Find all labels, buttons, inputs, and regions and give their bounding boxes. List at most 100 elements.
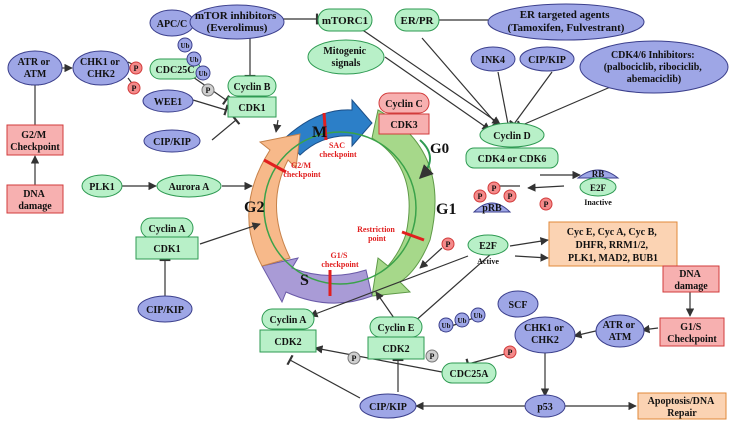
g1s-checkpoint-label: G1/S checkpoint — [321, 251, 359, 269]
svg-text:Cyclin A: Cyclin A — [270, 315, 308, 326]
svg-text:pRB: pRB — [482, 203, 502, 214]
chk-bottom-node: CHK1 or CHK2 — [514, 316, 576, 354]
svg-text:Ub: Ub — [474, 312, 483, 320]
svg-text:CHK1 or CHK2: CHK1 or CHK2 — [80, 57, 122, 80]
svg-text:P: P — [134, 64, 139, 73]
phase-g0-label: G0 — [430, 141, 449, 157]
cdk1-a-node: CDK1 — [135, 236, 199, 260]
svg-text:Aurora A: Aurora A — [169, 182, 210, 193]
svg-text:Cyclin A: Cyclin A — [149, 224, 187, 235]
svg-text:PLK1: PLK1 — [89, 182, 115, 193]
phase-g2-label: G2 — [244, 199, 264, 216]
er-targeted-agents-node: ER targeted agents (Tamoxifen, Fulvestra… — [487, 3, 645, 41]
cyclin-a-2-node: Cyclin A — [261, 308, 315, 330]
dna-damage-1-node: DNA damage — [6, 184, 64, 214]
svg-text:CIP/KIP: CIP/KIP — [528, 55, 566, 66]
svg-text:WEE1: WEE1 — [154, 97, 182, 108]
svg-text:p53: p53 — [537, 402, 553, 413]
rb-e2f-inactive-node: RB E2F Inactive — [576, 169, 620, 207]
phase-s-label: S — [300, 272, 309, 289]
cdk3-node: CDK3 — [378, 113, 430, 135]
svg-text:G1/S Checkpoint: G1/S Checkpoint — [667, 322, 717, 345]
g1s-checkpoint-node: G1/S Checkpoint — [659, 317, 725, 347]
svg-text:Ub: Ub — [458, 317, 467, 325]
svg-text:RB: RB — [592, 169, 605, 179]
svg-text:P: P — [544, 200, 549, 209]
phase-g2-arc — [248, 133, 301, 267]
mtor-inhibitors-node: mTOR inhibitors (Everolimus) — [189, 4, 285, 40]
svg-text:CIP/KIP: CIP/KIP — [153, 137, 191, 148]
svg-text:Apoptosis/DNA Repair: Apoptosis/DNA Repair — [648, 396, 717, 419]
svg-text:ATR or ATM: ATR or ATM — [603, 320, 638, 343]
svg-text:Cyc E, Cyc A, Cyc B, DHF: Cyc E, Cyc A, Cyc B, DHFR, RRM1/2, PLK1,… — [567, 227, 660, 264]
svg-text:CDC25A: CDC25A — [450, 369, 490, 380]
svg-text:Inactive: Inactive — [584, 198, 612, 207]
restriction-point-label: Restriction point — [357, 225, 397, 243]
cip-kip-2-node: CIP/KIP — [519, 46, 575, 72]
er-pr-node: ER/PR — [394, 8, 440, 32]
cdk2-a-node: CDK2 — [259, 329, 317, 353]
svg-text:CIP/KIP: CIP/KIP — [146, 305, 184, 316]
svg-text:G2/M Checkpoint: G2/M Checkpoint — [10, 130, 60, 153]
aurora-a-node: Aurora A — [156, 174, 222, 198]
cdk2-e-node: CDK2 — [367, 336, 425, 360]
svg-text:E2F: E2F — [590, 183, 607, 193]
prb-node: pRB — [472, 202, 512, 214]
svg-text:P: P — [206, 86, 211, 95]
svg-text:Cyclin B: Cyclin B — [234, 82, 271, 93]
g2m-checkpoint-node: G2/M Checkpoint — [6, 124, 64, 156]
cip-kip-3-node: CIP/KIP — [137, 295, 193, 323]
svg-text:Cyclin D: Cyclin D — [493, 131, 531, 142]
svg-text:Mitogenic signals: Mitogenic signals — [323, 46, 368, 69]
svg-text:CDK3: CDK3 — [390, 120, 417, 131]
svg-text:ER/PR: ER/PR — [401, 15, 435, 27]
atr-atm-top-node: ATR or ATM — [7, 50, 63, 86]
svg-text:P: P — [508, 192, 513, 201]
ubiquitin-marks: Ub Ub Ub Ub Ub Ub — [177, 37, 486, 333]
cyclin-e-node: Cyclin E — [369, 316, 423, 338]
e2f-targets-node: Cyc E, Cyc A, Cyc B, DHFR, RRM1/2, PLK1,… — [548, 221, 678, 267]
svg-text:APC/C: APC/C — [157, 19, 188, 30]
svg-text:ER targeted agents (Tamo: ER targeted agents (Tamoxifen, Fulvestra… — [508, 9, 625, 34]
svg-text:CDK1: CDK1 — [153, 244, 180, 255]
dna-damage-2-node: DNA damage — [662, 265, 720, 293]
svg-text:P: P — [478, 192, 483, 201]
cyclin-d-node: Cyclin D — [479, 122, 545, 148]
phase-m-arc — [284, 98, 373, 156]
scf-node: SCF — [497, 290, 539, 318]
svg-text:Cyclin E: Cyclin E — [378, 323, 415, 334]
apc-c-node: APC/C — [149, 9, 195, 37]
svg-text:mTORC1: mTORC1 — [322, 15, 368, 27]
cell-cycle-ring: M G1 S G2 G0 SAC checkpoint G2/M checkpo… — [244, 98, 456, 304]
p53-node: p53 — [524, 394, 566, 418]
svg-text:Ub: Ub — [442, 322, 451, 330]
svg-text:CIP/KIP: CIP/KIP — [369, 402, 407, 413]
svg-text:CDK2: CDK2 — [382, 344, 409, 355]
g0-return-arrow — [419, 139, 434, 179]
connectors — [30, 13, 695, 411]
cdk4-6-node: CDK4 or CDK6 — [465, 147, 559, 169]
cip-kip-4-node: CIP/KIP — [359, 393, 417, 419]
ink4-node: INK4 — [470, 46, 516, 72]
phase-m-label: M — [312, 124, 327, 141]
svg-text:P: P — [492, 184, 497, 193]
sac-checkpoint-label: SAC checkpoint — [319, 141, 357, 159]
svg-text:CDC25C: CDC25C — [156, 65, 195, 76]
apoptosis-node: Apoptosis/DNA Repair — [637, 392, 727, 420]
g2m-checkpoint-label: G2/M checkpoint — [283, 161, 321, 179]
svg-text:Active: Active — [477, 257, 499, 266]
cip-kip-1-node: CIP/KIP — [143, 129, 201, 153]
svg-text:CDK4 or CDK6: CDK4 or CDK6 — [478, 154, 547, 165]
svg-text:CHK1 or CHK2: CHK1 or CHK2 — [524, 323, 566, 346]
svg-text:CDK4/6 Inhibitors: (palb: CDK4/6 Inhibitors: (palbociclib, ribocic… — [604, 50, 705, 85]
chk-top-node: CHK1 or CHK2 — [72, 50, 130, 86]
e2f-active-node: E2F Active — [467, 234, 509, 266]
svg-text:P: P — [446, 240, 451, 249]
cyclin-b-node: Cyclin B — [227, 75, 277, 97]
svg-text:SCF: SCF — [509, 300, 528, 311]
plk1-node: PLK1 — [81, 174, 123, 198]
mitogenic-signals-node: Mitogenic signals — [307, 39, 385, 75]
svg-text:P: P — [132, 84, 137, 93]
cdk46-inhibitors-node: CDK4/6 Inhibitors: (palbociclib, ribocic… — [579, 40, 729, 94]
svg-text:mTOR inhibitors (Everoli: mTOR inhibitors (Everolimus) — [195, 10, 279, 34]
